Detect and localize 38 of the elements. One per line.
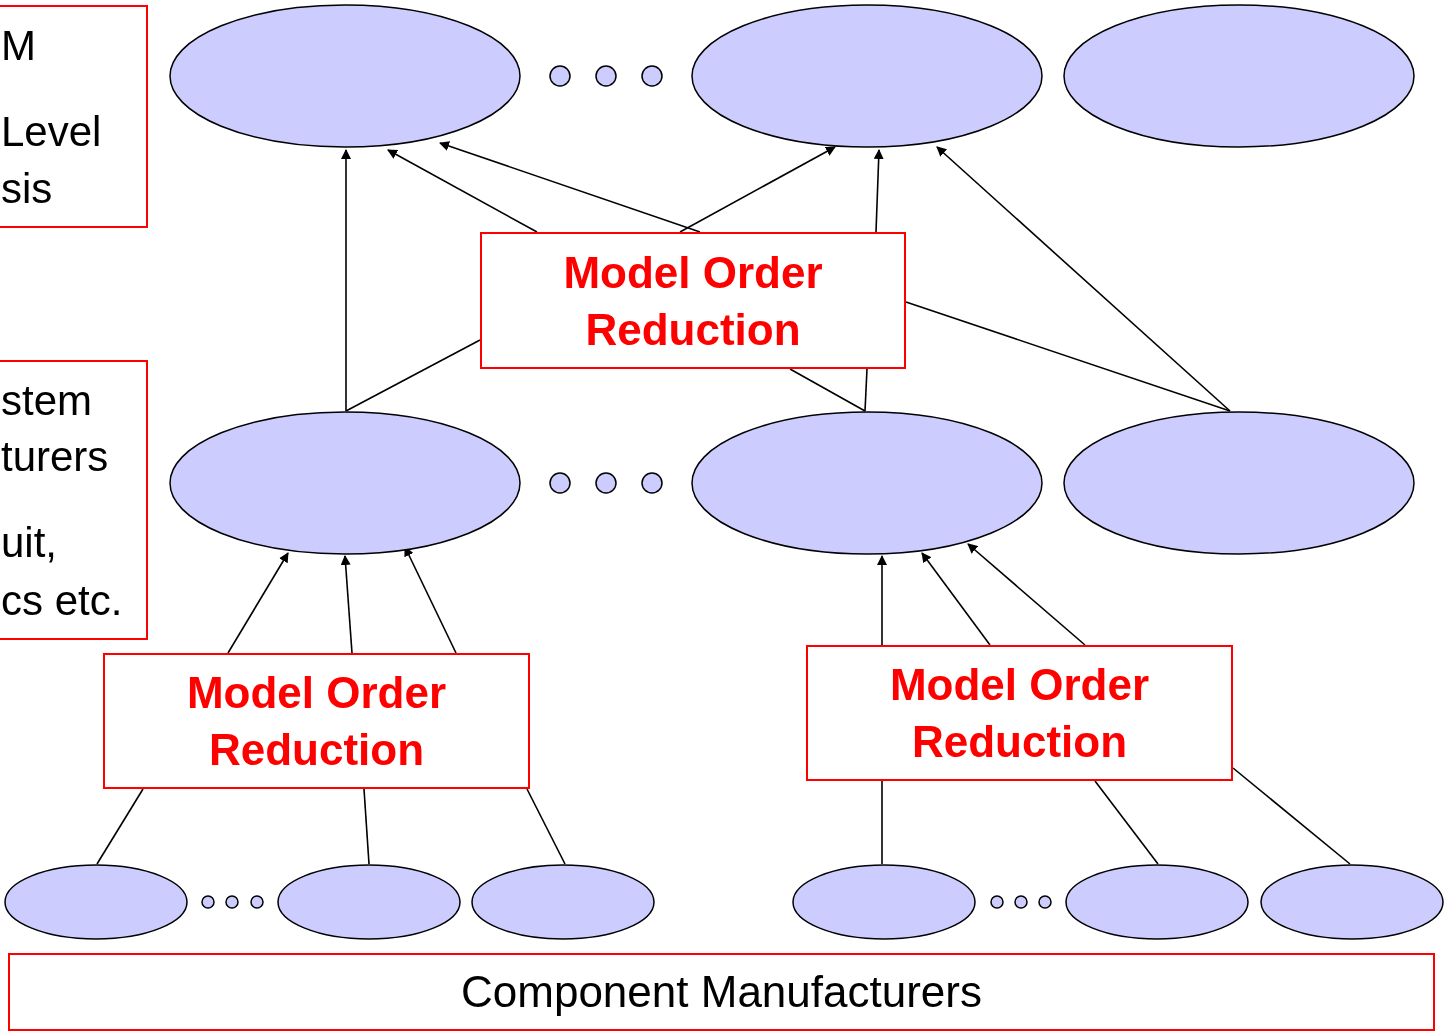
arrow [340,555,353,654]
connector-line [96,788,144,865]
box-label: uit, [1,518,58,568]
arrow [227,552,289,654]
connector-line [864,368,868,412]
connector-line [905,301,1231,412]
box-label: Component Manufacturers [461,966,982,1018]
connector-line [1094,780,1159,865]
arrow [679,146,836,233]
box-label: stem [1,376,92,426]
connector-line [1232,767,1351,865]
text-box [8,953,1435,1031]
box-label: Level [1,107,102,157]
box-label: M [1,21,36,71]
arrow [439,141,701,233]
box-label: turers [1,432,109,482]
connector-line [363,788,370,865]
process-box [480,232,906,369]
box-label: Model Order Reduction [562,246,824,356]
arrow [921,552,991,646]
arrow [936,146,1231,412]
arrow [387,149,538,233]
arrow [967,543,1086,646]
arrow [877,555,887,646]
arrow [873,149,884,233]
connector-line [789,368,866,412]
arrow [341,149,351,412]
box-label: Model Order Reduction [185,667,448,776]
connector-line [526,788,566,865]
text-box [0,5,148,228]
process-box [806,645,1233,781]
connector-line [345,339,481,412]
box-label: Model Order Reduction [888,659,1151,768]
box-label: cs etc. [1,576,123,626]
text-box [0,360,148,640]
box-label: sis [1,164,53,214]
connector-line [881,780,883,865]
process-box [103,653,530,789]
